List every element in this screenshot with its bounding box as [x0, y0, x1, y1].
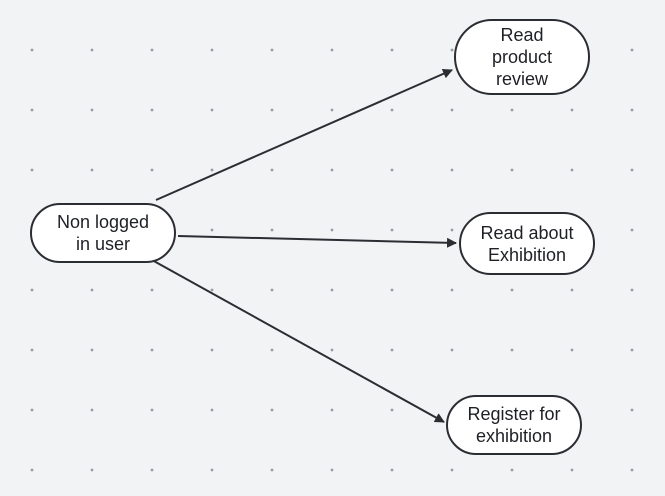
node-label: Read product review — [491, 25, 553, 89]
node-non-logged-in-user[interactable]: Non logged in user — [30, 203, 176, 263]
node-label: Register for exhibition — [467, 404, 561, 446]
node-read-product-review[interactable]: Read product review — [454, 19, 590, 95]
node-read-about-exhibition[interactable]: Read about Exhibition — [459, 212, 595, 275]
edge-user-to-about[interactable] — [177, 235, 457, 248]
node-label: Non logged in user — [56, 212, 150, 254]
node-register-for-exhibition[interactable]: Register for exhibition — [446, 395, 582, 455]
node-label: Read about Exhibition — [480, 222, 574, 265]
edge-user-to-register[interactable] — [151, 259, 445, 423]
edge-user-to-review[interactable] — [155, 69, 453, 201]
